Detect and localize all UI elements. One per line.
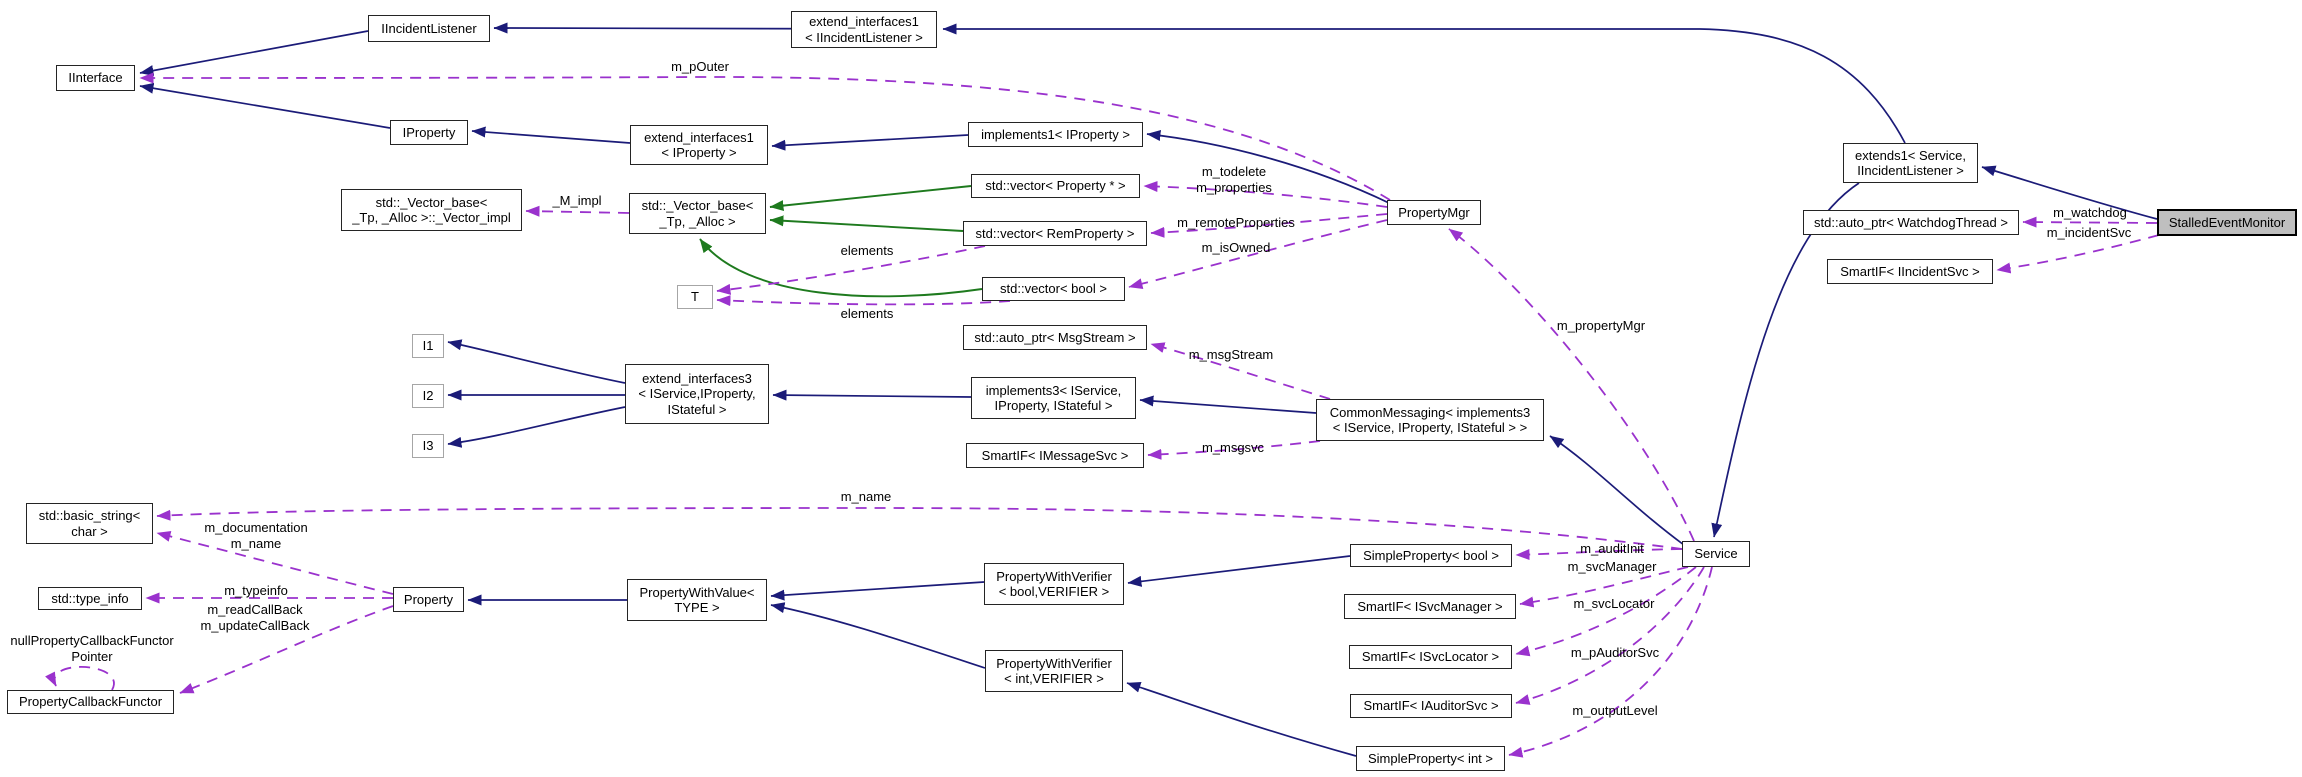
edge-iincidentlistener-to-iinterface — [139, 30, 369, 76]
node-smartif-iauditorsvc[interactable]: SmartIF< IAuditorSvc > — [1350, 694, 1512, 718]
edge-commonmsg-to-imessagesvc — [1147, 440, 1321, 460]
node-simple-property-bool[interactable]: SimpleProperty< bool > — [1350, 544, 1512, 567]
edge-vecrem-to-vecbase — [769, 215, 964, 232]
node-extend-interfaces1-iincidentlistener[interactable]: extend_interfaces1 < IIncidentListener > — [791, 11, 937, 48]
edge-impl3-to-ext3 — [772, 389, 972, 401]
node-i1: I1 — [412, 334, 444, 358]
edge-service-to-spint — [1508, 566, 1713, 758]
edge-ext1ip-to-iproperty — [471, 126, 631, 144]
node-stalled-event-monitor: StalledEventMonitor — [2157, 209, 2297, 236]
edge-propertymgr-to-vecbool — [1128, 219, 1388, 290]
edge-service-to-commonmsg — [1549, 435, 1685, 546]
node-i3: I3 — [412, 434, 444, 458]
edge-commonmsg-to-msgstream — [1150, 342, 1331, 400]
node-simple-property-int[interactable]: SimpleProperty< int > — [1356, 746, 1505, 771]
node-iincident-listener[interactable]: IIncidentListener — [368, 15, 490, 42]
edge-spint-to-pwvint — [1126, 681, 1357, 757]
node-smartif-isvcmanager[interactable]: SmartIF< ISvcManager > — [1344, 594, 1516, 619]
node-property-mgr[interactable]: PropertyMgr — [1387, 200, 1481, 225]
edge-sem-to-iincidentsvc — [1996, 234, 2160, 274]
edge-ext3-to-i3 — [447, 406, 626, 448]
node-type-info[interactable]: std::type_info — [38, 587, 142, 610]
edge-pcf-self-loop — [45, 665, 115, 691]
node-vector-bool[interactable]: std::vector< bool > — [982, 277, 1125, 301]
node-basic-string[interactable]: std::basic_string< char > — [26, 503, 153, 544]
edge-vecbase-to-vecimpl — [525, 205, 630, 217]
edge-propertymgr-to-impl1 — [1146, 130, 1390, 204]
node-vector-property[interactable]: std::vector< Property * > — [971, 174, 1140, 198]
edge-extends1-to-service — [1711, 182, 1860, 538]
node-vector-base[interactable]: std::_Vector_base< _Tp, _Alloc > — [629, 193, 766, 234]
node-smartif-iincidentsvc[interactable]: SmartIF< IIncidentSvc > — [1827, 259, 1993, 284]
node-property-with-verifier-int[interactable]: PropertyWithVerifier < int,VERIFIER > — [985, 650, 1123, 692]
edge-pwvint-to-pwv — [770, 602, 986, 669]
node-iproperty[interactable]: IProperty — [390, 120, 468, 145]
node-property-callback-functor[interactable]: PropertyCallbackFunctor — [7, 690, 174, 714]
edge-vecprop-to-vecbase — [769, 185, 972, 212]
edge-sem-to-watchdog — [2022, 216, 2158, 228]
edge-ext3-to-i1 — [447, 339, 626, 384]
edge-extends1-to-ext1il — [942, 23, 1906, 144]
node-implements3[interactable]: implements3< IService, IProperty, IState… — [971, 377, 1136, 419]
node-smartif-isvclocator[interactable]: SmartIF< ISvcLocator > — [1349, 645, 1512, 669]
node-property-with-value[interactable]: PropertyWithValue< TYPE > — [627, 579, 767, 621]
edge-service-to-propertymgr — [1448, 228, 1695, 542]
edge-vecrem-to-t — [716, 245, 986, 295]
edge-service-to-basicstring — [156, 507, 1683, 550]
node-vector-remproperty[interactable]: std::vector< RemProperty > — [963, 221, 1147, 246]
node-iinterface[interactable]: IInterface — [56, 65, 135, 91]
edge-property-to-basicstring — [156, 531, 394, 595]
node-common-messaging[interactable]: CommonMessaging< implements3 < IService,… — [1316, 399, 1544, 441]
node-t-param: T — [677, 285, 713, 309]
edge-propertymgr-to-iinterface — [139, 72, 1391, 201]
node-vector-impl[interactable]: std::_Vector_base< _Tp, _Alloc >::_Vecto… — [341, 189, 522, 231]
edge-spbool-to-pwvbool — [1127, 555, 1351, 587]
edge-sem-to-extends1 — [1981, 165, 2158, 220]
edge-iproperty-to-iinterface — [139, 82, 391, 129]
edge-vecbool-to-t — [716, 295, 1011, 307]
node-extend-interfaces3[interactable]: extend_interfaces3 < IService,IProperty,… — [625, 364, 769, 424]
node-service[interactable]: Service — [1682, 541, 1750, 567]
node-auto-ptr-watchdogthread[interactable]: std::auto_ptr< WatchdogThread > — [1803, 210, 2019, 235]
edge-service-to-isvcmanager — [1519, 566, 1689, 608]
edge-service-to-isvclocator — [1515, 566, 1697, 657]
edge-service-to-spbool — [1515, 548, 1683, 561]
node-property[interactable]: Property — [393, 587, 464, 612]
edge-property-to-pcf — [179, 605, 394, 694]
node-property-with-verifier-bool[interactable]: PropertyWithVerifier < bool,VERIFIER > — [984, 563, 1124, 605]
edge-impl1-to-ext1ip — [771, 134, 969, 151]
node-extends1-service[interactable]: extends1< Service, IIncidentListener > — [1843, 143, 1978, 183]
edge-propertymgr-to-vecrem — [1150, 213, 1388, 238]
node-smartif-imessagesvc[interactable]: SmartIF< IMessageSvc > — [966, 443, 1144, 468]
edge-pwvbool-to-pwv — [770, 581, 985, 601]
edge-vecbool-to-vecbase — [699, 238, 983, 298]
node-implements1-iproperty[interactable]: implements1< IProperty > — [968, 122, 1143, 147]
edge-commonmsg-to-impl3 — [1139, 395, 1317, 414]
edge-service-to-iauditorsvc — [1515, 566, 1705, 705]
node-auto-ptr-msgstream[interactable]: std::auto_ptr< MsgStream > — [963, 325, 1147, 350]
node-i2: I2 — [412, 384, 444, 408]
edge-propertymgr-to-vecprop — [1143, 181, 1388, 208]
node-extend-interfaces1-iproperty[interactable]: extend_interfaces1 < IProperty > — [630, 125, 768, 165]
